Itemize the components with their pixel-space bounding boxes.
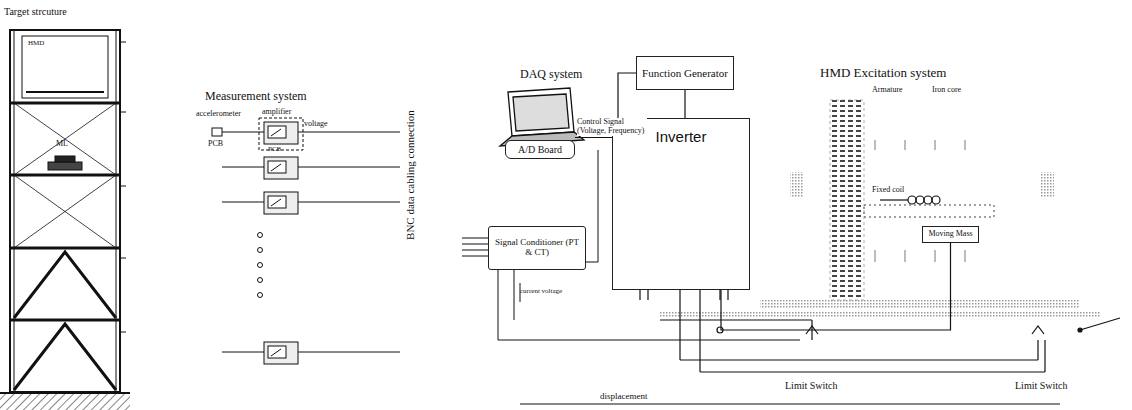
section-heading: HMD Excitation system: [820, 66, 946, 80]
edge-label: Control Signal (Voltage, Frequency): [577, 118, 647, 136]
section-heading: Measurement system: [205, 90, 307, 103]
ad-board-box: A/D Board: [505, 140, 575, 159]
moving-mass-box: Moving Mass: [922, 226, 979, 243]
node-text: Inverter: [656, 129, 707, 146]
section-heading: Target strcuture: [4, 6, 67, 17]
part-label: Armature: [872, 86, 903, 95]
part-label: HMD: [28, 40, 44, 48]
node-text: Signal Conditioner (PT & CT): [493, 238, 581, 258]
signal-name: displacement: [600, 392, 647, 402]
connector-wire: [721, 243, 951, 330]
function-generator-box: Function Generator: [636, 56, 734, 90]
signal-name: voltage: [304, 120, 328, 129]
part-label: PCB: [268, 146, 281, 154]
node-text: Moving Mass: [928, 230, 972, 239]
part-label: Fixed coil: [872, 186, 904, 195]
signal-conditioner-box: Signal Conditioner (PT & CT): [488, 226, 586, 270]
section-heading: DAQ system: [520, 68, 582, 81]
node-text: A/D Board: [518, 144, 562, 155]
part-label: Limit Switch: [785, 380, 838, 391]
part-label: Iron core: [932, 86, 961, 95]
part-label: accelerometer: [196, 110, 241, 119]
part-label: ML: [56, 140, 68, 149]
connection-label: BNC data cabling connection: [404, 110, 416, 240]
part-label: amplifier: [262, 108, 291, 117]
node-text: Function Generator: [642, 67, 728, 79]
signal-name: current voltage: [520, 288, 562, 296]
part-label: PCB: [208, 140, 223, 149]
inverter-box: Inverter: [612, 118, 750, 290]
connector-wire: [685, 90, 686, 118]
part-label: Limit Switch: [1015, 380, 1068, 391]
